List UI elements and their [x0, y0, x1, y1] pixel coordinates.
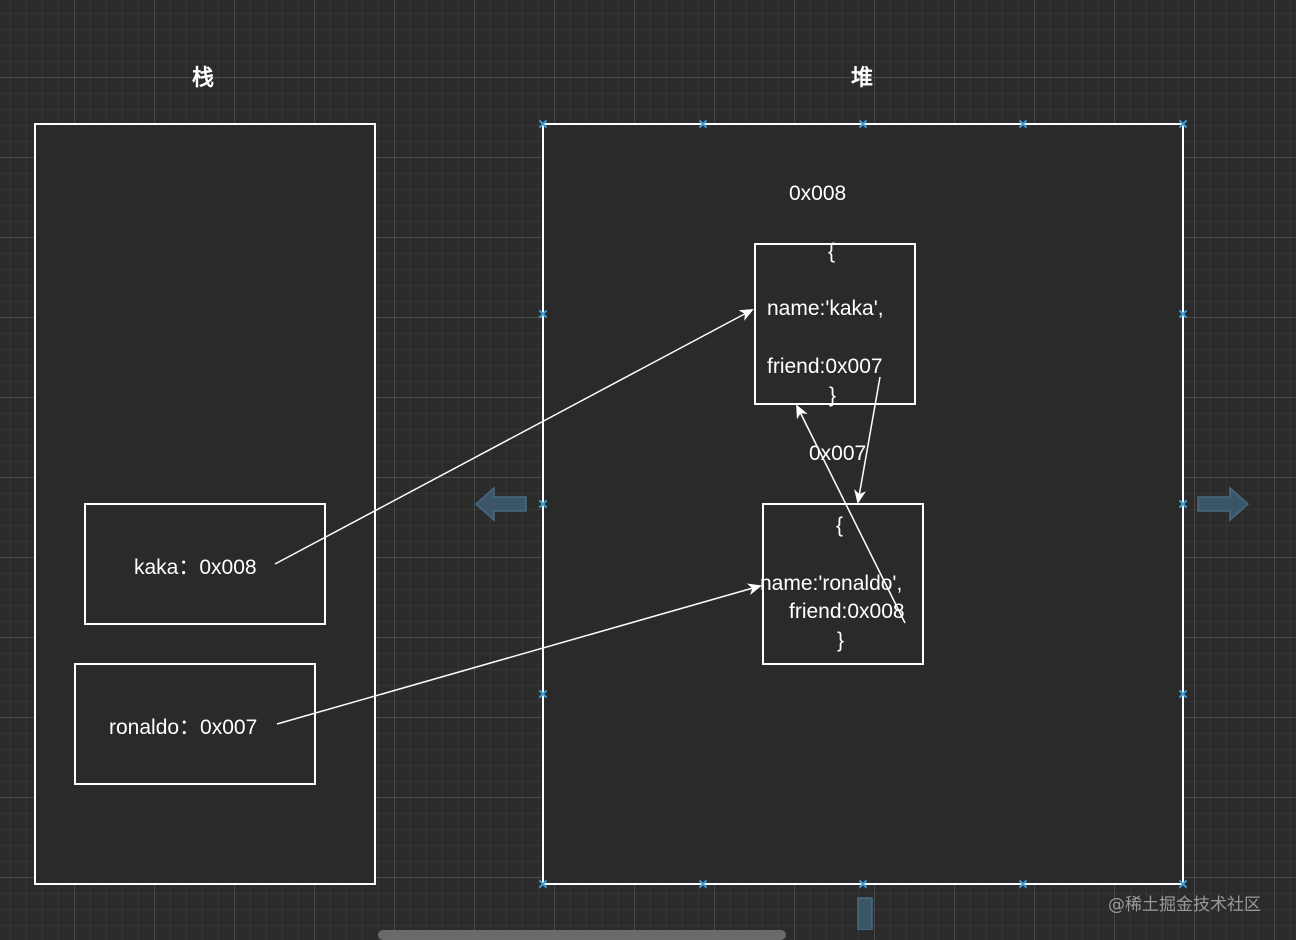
resize-handle-right-3[interactable]	[1179, 690, 1187, 698]
horizontal-scrollbar[interactable]	[378, 930, 786, 940]
heap-object-kaka-name: name:'kaka',	[767, 297, 884, 320]
connect-arrow-left-icon[interactable]	[474, 486, 528, 522]
heap-object-kaka-friend: friend:0x007	[767, 355, 883, 378]
resize-handle-top-left[interactable]	[539, 120, 547, 128]
resize-handle-right-center[interactable]	[1179, 500, 1187, 508]
arrow-kaka-friend-to-ronaldo[interactable]	[854, 376, 881, 504]
resize-handle-bottom-3[interactable]	[1019, 880, 1027, 888]
arrow-ronaldo-to-object[interactable]	[276, 583, 762, 725]
resize-handle-bottom-left[interactable]	[539, 880, 547, 888]
resize-handle-top-right[interactable]	[1179, 120, 1187, 128]
arrow-ronaldo-friend-to-kaka[interactable]	[796, 404, 906, 624]
resize-handle-bottom-1[interactable]	[699, 880, 707, 888]
heap-object-kaka-open: {	[828, 240, 836, 263]
heap-object-ronaldo-close: }	[837, 629, 845, 652]
resize-handle-bottom-center[interactable]	[859, 880, 867, 888]
connect-arrow-down-icon[interactable]	[850, 896, 880, 930]
heap-object-ronaldo-open: {	[836, 514, 844, 537]
watermark: @稀土掘金技术社区	[1108, 895, 1261, 915]
heap-object-ronaldo[interactable]	[762, 503, 924, 665]
resize-handle-top-1[interactable]	[699, 120, 707, 128]
stack-entry-ronaldo-label: ronaldo：0x007	[109, 716, 258, 739]
resize-handle-bottom-right[interactable]	[1179, 880, 1187, 888]
resize-handle-top-center[interactable]	[859, 120, 867, 128]
resize-handle-left-3[interactable]	[539, 690, 547, 698]
stack-entry-ronaldo[interactable]	[74, 663, 316, 785]
heap-object-kaka-close: }	[829, 384, 837, 407]
arrow-kaka-to-object[interactable]	[274, 309, 754, 565]
heap-object-kaka[interactable]	[754, 243, 916, 405]
resize-handle-left-1[interactable]	[539, 310, 547, 318]
resize-handle-top-3[interactable]	[1019, 120, 1027, 128]
heap-object-ronaldo-friend: friend:0x008	[789, 600, 905, 623]
stack-heading: 栈	[192, 66, 215, 91]
heap-address-0x008: 0x008	[789, 182, 847, 205]
resize-handle-right-1[interactable]	[1179, 310, 1187, 318]
heap-heading: 堆	[851, 66, 874, 91]
stack-entry-kaka[interactable]	[84, 503, 326, 625]
connect-arrow-right-icon[interactable]	[1196, 486, 1250, 522]
heap-object-ronaldo-name: name:'ronaldo',	[760, 572, 903, 595]
stack-entry-kaka-label: kaka：0x008	[134, 556, 257, 579]
resize-handle-left-center[interactable]	[539, 500, 547, 508]
